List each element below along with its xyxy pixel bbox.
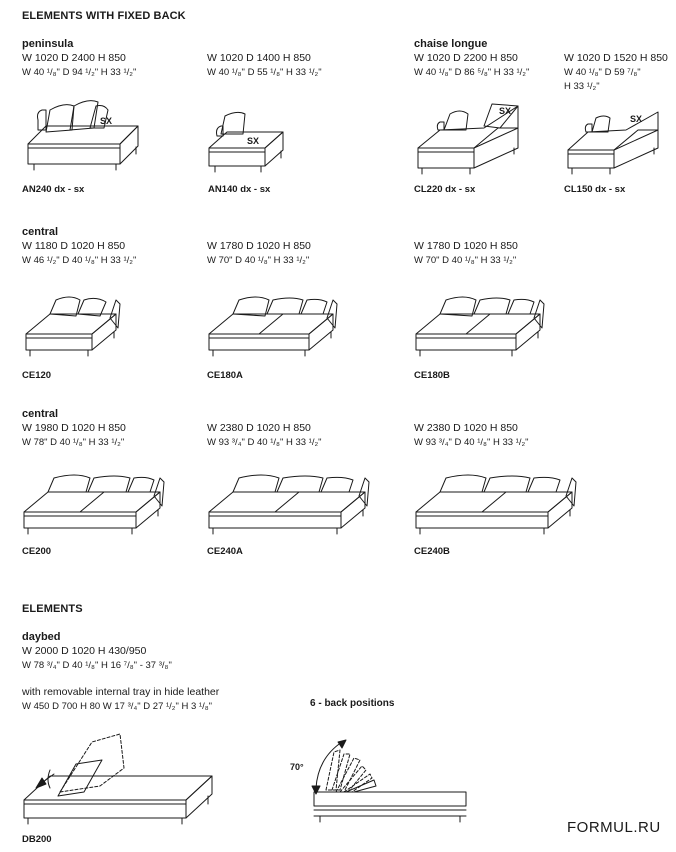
sx-mark-cl220: SX	[499, 106, 511, 116]
dims-imperial-cl150-line1: W 40 ¹/₈" D 59 ⁷/₈"	[564, 67, 641, 78]
sofa-illustration-ce180a	[208, 296, 338, 357]
dims-metric-ce180a: W 1780 D 1020 H 850	[207, 240, 311, 252]
dims-imperial-cl150-line2: H 33 ¹/₂"	[564, 81, 600, 92]
sofa-illustration-ce120	[25, 296, 121, 357]
dims-metric-cl220: W 1020 D 2200 H 850	[414, 52, 518, 64]
dims-imperial-cl220: W 40 ¹/₈" D 86 ⁵/₈" H 33 ¹/₂"	[414, 67, 530, 78]
sofa-illustration-cl150: SX	[567, 111, 659, 175]
sx-mark-an240: SX	[100, 116, 112, 126]
dims-imperial-ce120: W 46 ¹/₂" D 40 ¹/₈" H 33 ¹/₂"	[22, 255, 137, 266]
dims-metric-an140: W 1020 D 1400 H 850	[207, 52, 311, 64]
dims-imperial-ce180b: W 70" D 40 ¹/₈" H 33 ¹/₂"	[414, 255, 517, 266]
model-code-an240: AN240 dx - sx	[22, 184, 85, 195]
model-code-ce240a: CE240A	[207, 546, 243, 557]
tray-dimensions: W 450 D 700 H 80 W 17 ³/₄" D 27 ¹/₂" H 3…	[22, 701, 213, 712]
sx-mark-an140: SX	[247, 136, 259, 146]
model-code-ce180b: CE180B	[414, 370, 450, 381]
category-title-central-1: central	[22, 226, 59, 238]
dims-imperial-ce200: W 78" D 40 ¹/₈" H 33 ¹/₂"	[22, 437, 125, 448]
angle-label: 70°	[290, 762, 304, 772]
model-code-cl150: CL150 dx - sx	[564, 184, 626, 195]
sofa-illustration-an140: SX	[208, 111, 284, 173]
back-positions-label: 6 - back positions	[310, 698, 395, 709]
dims-metric-cl150: W 1020 D 1520 H 850	[564, 52, 668, 64]
dims-metric-ce200: W 1980 D 1020 H 850	[22, 422, 126, 434]
dims-metric-ce240a: W 2380 D 1020 H 850	[207, 422, 311, 434]
category-title-chaise-longue: chaise longue	[414, 38, 488, 50]
dims-imperial-db200: W 78 ³/₄" D 40 ¹/₈" H 16 ⁷/₈" - 37 ³/₈"	[22, 660, 172, 671]
dims-metric-an240: W 1020 D 2400 H 850	[22, 52, 126, 64]
dims-metric-ce240b: W 2380 D 1020 H 850	[414, 422, 518, 434]
section-title-elements: ELEMENTS	[22, 603, 83, 615]
sofa-illustration-ce180b	[415, 296, 545, 357]
model-code-ce240b: CE240B	[414, 546, 450, 557]
dims-imperial-an240: W 40 ¹/₈" D 94 ¹/₂" H 33 ¹/₂"	[22, 67, 137, 78]
sofa-illustration-cl220: SX	[417, 103, 519, 175]
category-title-central-2: central	[22, 408, 59, 420]
dims-metric-ce120: W 1180 D 1020 H 850	[22, 240, 126, 252]
dims-metric-ce180b: W 1780 D 1020 H 850	[414, 240, 518, 252]
model-code-cl220: CL220 dx - sx	[414, 184, 476, 195]
model-code-db200: DB200	[22, 834, 52, 845]
back-positions-illustration: 70°	[290, 739, 467, 823]
sx-mark-cl150: SX	[630, 114, 642, 124]
sofa-illustration-ce240b	[415, 474, 577, 535]
model-code-ce200: CE200	[22, 546, 52, 557]
category-title-peninsula: peninsula	[22, 38, 74, 50]
sofa-illustration-ce200	[23, 474, 165, 535]
model-code-ce120: CE120	[22, 370, 52, 381]
model-code-ce180a: CE180A	[207, 370, 243, 381]
sofa-illustration-an240: SX	[27, 100, 139, 171]
daybed-illustration-db200	[23, 733, 213, 825]
model-code-an140: AN140 dx - sx	[208, 184, 271, 195]
dims-imperial-an140: W 40 ¹/₈" D 55 ¹/₈" H 33 ¹/₂"	[207, 67, 322, 78]
category-title-daybed: daybed	[22, 631, 61, 643]
brand-watermark: FORMUL.RU	[567, 819, 661, 836]
tray-note: with removable internal tray in hide lea…	[22, 686, 220, 698]
section-title-fixed-back: ELEMENTS WITH FIXED BACK	[22, 10, 186, 22]
dims-metric-db200: W 2000 D 1020 H 430/950	[22, 645, 147, 657]
dims-imperial-ce240b: W 93 ³/₄" D 40 ¹/₈" H 33 ¹/₂"	[414, 437, 529, 448]
sofa-illustration-ce240a	[208, 474, 370, 535]
dims-imperial-ce240a: W 93 ³/₄" D 40 ¹/₈" H 33 ¹/₂"	[207, 437, 322, 448]
dims-imperial-ce180a: W 70" D 40 ¹/₈" H 33 ¹/₂"	[207, 255, 310, 266]
